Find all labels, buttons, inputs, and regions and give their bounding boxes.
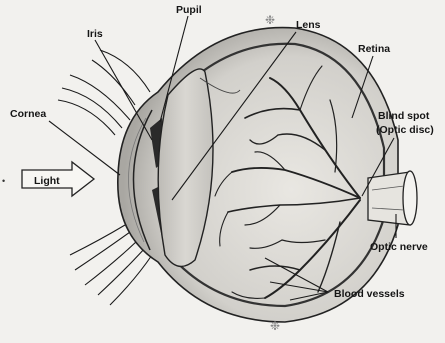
- faint-mark-bottom: ❉: [270, 319, 280, 333]
- label-iris: Iris: [87, 28, 103, 40]
- label-light: Light: [34, 175, 60, 187]
- label-blood-vessels: Blood vessels: [334, 288, 405, 300]
- label-optic-nerve: Optic nerve: [370, 241, 428, 253]
- margin-bullet: •: [2, 176, 5, 186]
- label-cornea: Cornea: [10, 108, 46, 120]
- label-lens: Lens: [296, 19, 321, 31]
- label-pupil: Pupil: [176, 4, 202, 16]
- label-optic-disc: (Optic disc): [376, 124, 434, 136]
- faint-mark-top: ❉: [265, 13, 275, 27]
- label-blind-spot: Blind spot: [378, 110, 430, 122]
- optic-nerve-shape: [368, 171, 417, 225]
- label-retina: Retina: [358, 43, 390, 55]
